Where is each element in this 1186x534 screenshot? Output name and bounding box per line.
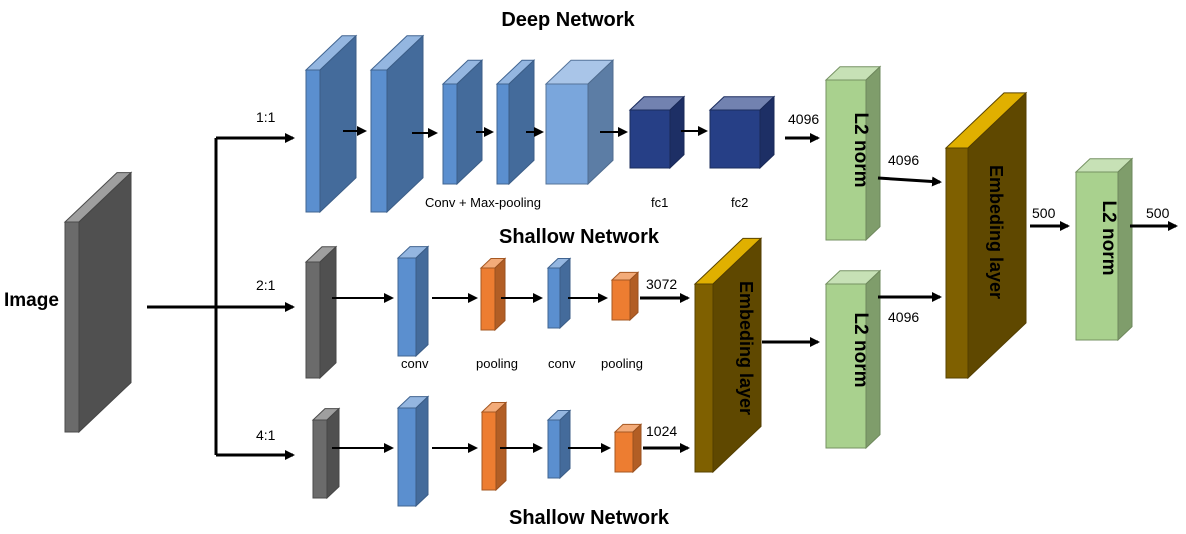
deep-conv-4	[495, 59, 536, 186]
shallow-bottom-conv-1	[396, 395, 430, 508]
deep-conv-5	[544, 59, 615, 186]
deep-dim-label: 4096	[788, 111, 819, 127]
deep-fc1	[628, 95, 686, 170]
l2-norm-final	[1074, 157, 1134, 342]
branch-connectors	[147, 133, 295, 460]
shallow-conv2-label: conv	[548, 356, 576, 371]
shallow-bottom-conv-2	[546, 409, 572, 480]
l2-norm-top-label: L2 norm	[850, 113, 871, 188]
deep-to-embed-dim: 4096	[888, 152, 919, 168]
shallow-to-embed-dim: 4096	[888, 309, 919, 325]
embedding-layer-left	[693, 237, 763, 474]
embedding-layer-right	[944, 91, 1028, 380]
shallow-bottom-pool-1	[480, 401, 508, 492]
shallow-mid-conv-2	[546, 257, 572, 330]
deep-fc2	[708, 95, 776, 170]
inner-arrows	[332, 126, 708, 453]
input-image-block	[63, 171, 133, 434]
l2-norm-bottom	[824, 269, 882, 450]
input-image-block-shape	[63, 171, 133, 434]
ratio-1-1: 1:1	[256, 109, 276, 125]
fc2-label: fc2	[731, 195, 748, 210]
l2-norm-bottom-label: L2 norm	[850, 313, 871, 388]
shallow-bottom-dim-label: 1024	[646, 423, 677, 439]
shallow-mid-dim-label: 3072	[646, 276, 677, 292]
ratio-4-1: 4:1	[256, 427, 276, 443]
embed-out-dim: 500	[1032, 205, 1056, 221]
final-out-dim: 500	[1146, 205, 1170, 221]
deep-conv-1	[304, 34, 358, 214]
embedding-layer-left-label: Embeding layer	[736, 281, 756, 415]
shallow-mid-pool-2	[610, 271, 640, 322]
image-label: Image	[4, 290, 59, 311]
shallow-network-bottom-title: Shallow Network	[509, 507, 670, 529]
shallow-network-mid-title: Shallow Network	[499, 226, 660, 248]
shallow-mid-pool-1	[479, 257, 507, 332]
outer-arrows	[640, 133, 1178, 453]
embedding-layer-right-label: Embeding layer	[986, 165, 1006, 299]
fc1-label: fc1	[651, 195, 668, 210]
deep-conv-3	[441, 59, 484, 186]
deep-conv-2	[369, 34, 425, 214]
shallow-mid-input	[304, 245, 338, 380]
l2-top-to-embed-arrow	[877, 176, 942, 187]
l2-norm-top	[824, 65, 882, 242]
shallow-conv1-label: conv	[401, 356, 429, 371]
l2-norm-final-label: L2 norm	[1098, 201, 1119, 276]
shallow-bottom-pool-2	[613, 423, 643, 474]
shallow-mid-conv-1	[396, 245, 430, 358]
ratio-2-1: 2:1	[256, 277, 276, 293]
shallow-pool1-label: pooling	[476, 356, 518, 371]
shallow-pool2-label: pooling	[601, 356, 643, 371]
shallow-bottom-input	[311, 407, 341, 500]
conv-maxpool-label: Conv + Max-pooling	[425, 195, 541, 210]
layer-blocks	[304, 34, 1134, 508]
deep-network-title: Deep Network	[501, 9, 635, 31]
